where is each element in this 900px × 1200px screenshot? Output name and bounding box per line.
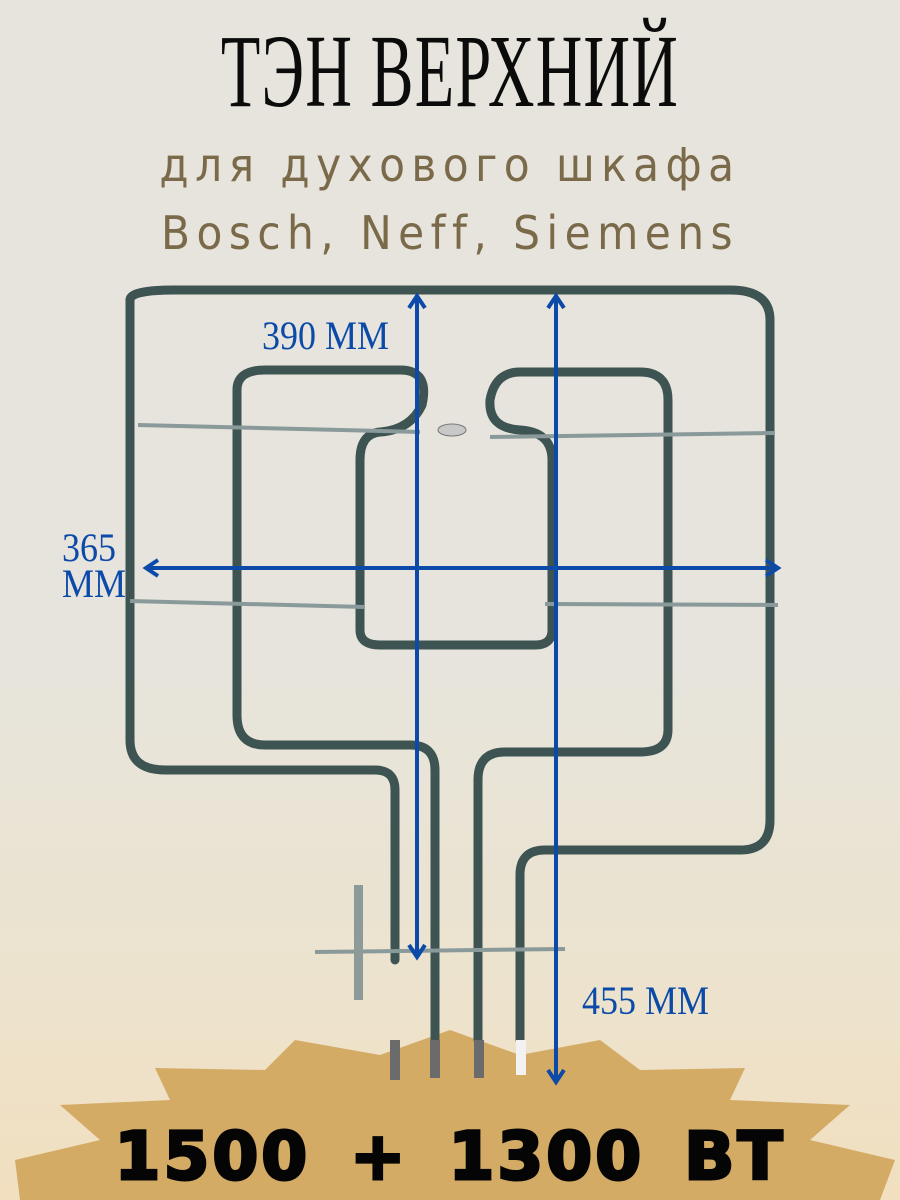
mounting-bracket — [437, 423, 467, 437]
starburst-badge — [15, 1030, 895, 1200]
dimension-lines — [142, 292, 782, 1086]
dimension-label-390: 390 MM — [262, 313, 390, 358]
outer-heating-loop — [125, 285, 775, 1045]
subtitle-purpose: для духового шкафа — [159, 138, 741, 192]
dimension-365-unit: MM — [62, 561, 127, 606]
subtitle-brands: Bosch, Neff, Siemens — [161, 206, 739, 260]
sensor-tube — [354, 885, 363, 1000]
dimension-label-455: 455 MM — [582, 978, 710, 1023]
terminals — [390, 1040, 526, 1080]
dimension-label-365: 365 MM — [62, 525, 127, 606]
support-bars — [129, 423, 779, 954]
dimension-365-number: 365 — [62, 525, 116, 570]
product-title: ТЭН ВЕРХНИЙ — [220, 14, 680, 129]
power-rating: 1500 + 1300 ВТ — [113, 1117, 786, 1197]
